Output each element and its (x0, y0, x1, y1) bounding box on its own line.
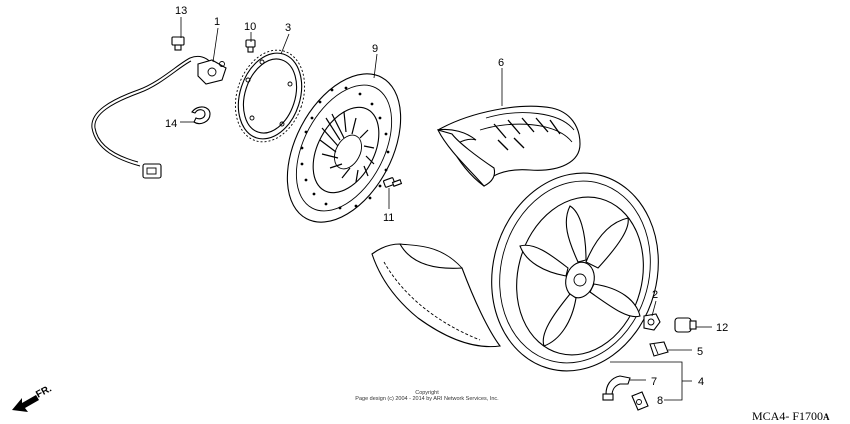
drawing-code: MCA4- F1700A (752, 409, 830, 423)
speed-sensor-assembly (91, 55, 227, 179)
wheel-rim (491, 172, 659, 372)
callout-1: 1 (214, 16, 220, 28)
direction-label: FR. (34, 383, 54, 400)
bolt-10 (245, 39, 256, 53)
callout-6: 6 (498, 57, 504, 69)
callout-7: 7 (651, 376, 657, 388)
nut-12 (674, 317, 697, 333)
callout-11: 11 (383, 212, 394, 224)
leader-lines (180, 17, 712, 401)
tire-lower-section (371, 243, 502, 348)
pulser-ring-3 (234, 49, 306, 143)
callout-labels: 13 1 10 3 9 6 14 11 2 12 5 7 4 8 (165, 5, 728, 407)
cable-clamp-14 (191, 106, 211, 125)
part-8-clip (631, 391, 649, 411)
part-2-fitting (643, 313, 661, 331)
bolt-13 (171, 36, 185, 51)
rear-tire-6 (436, 105, 581, 187)
callout-12: 12 (716, 322, 728, 334)
copyright-line-1: Copyright (415, 390, 439, 396)
callout-8: 8 (657, 395, 663, 407)
callout-9: 9 (372, 43, 378, 55)
callout-5: 5 (697, 346, 703, 358)
callout-10: 10 (244, 21, 256, 33)
front-direction-arrow-icon: FR. (12, 383, 54, 412)
brake-disc-9 (286, 73, 402, 223)
callout-13: 13 (175, 5, 187, 17)
callout-2: 2 (652, 289, 658, 301)
disc-bolt-11 (383, 177, 403, 188)
copyright-line-2: Page design (c) 2004 - 2014 by ARI Netwo… (355, 396, 499, 402)
callout-14: 14 (165, 118, 177, 130)
valve-7 (602, 375, 631, 401)
callout-3: 3 (285, 22, 291, 34)
callout-4: 4 (698, 376, 704, 388)
collar-5 (649, 341, 669, 357)
